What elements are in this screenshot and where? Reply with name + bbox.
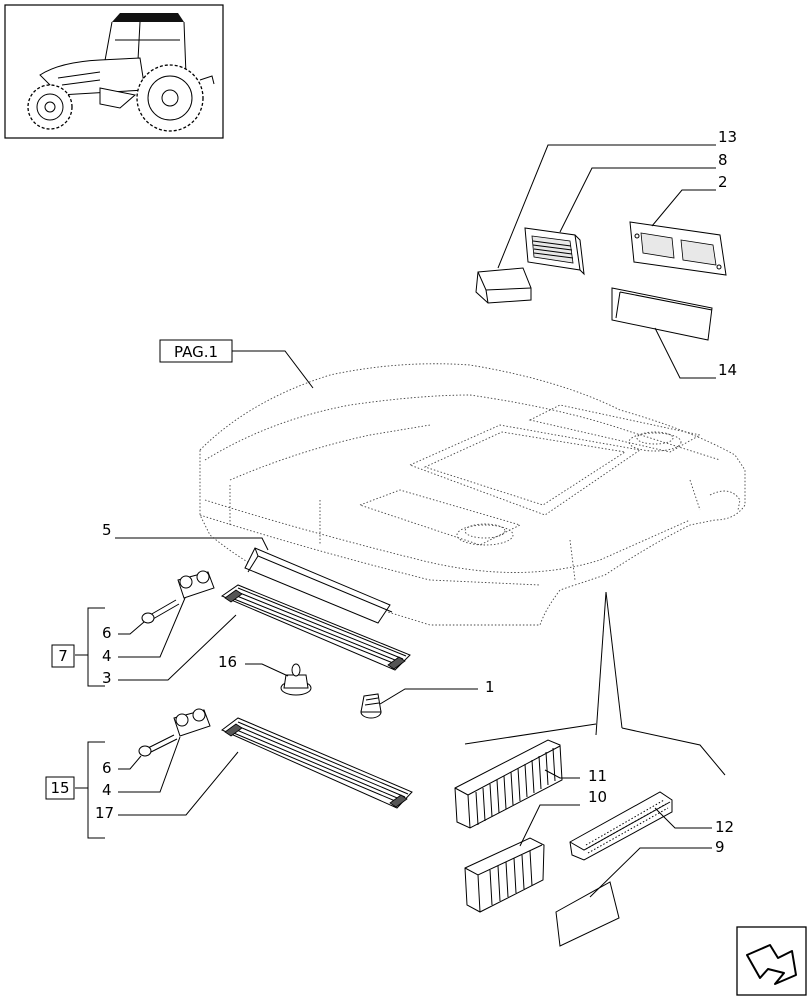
part-3-strip [220, 584, 411, 671]
part-9-plate [555, 881, 620, 947]
part-6-pin-lower [138, 734, 178, 757]
callout-8: 8 [718, 151, 728, 169]
callout-2: 2 [718, 173, 728, 191]
callout-9: 9 [715, 838, 725, 856]
part-12-reflector [569, 791, 673, 861]
part-16-knob [280, 663, 312, 696]
part-8-vent [524, 227, 585, 276]
callout-6-upper: 6 [102, 624, 112, 642]
part-13-lens [475, 267, 532, 304]
callout-13: 13 [718, 128, 737, 146]
part-4-hinge-upper [177, 570, 215, 599]
callout-11: 11 [588, 767, 607, 785]
callout-5: 5 [102, 521, 112, 539]
callout-1: 1 [485, 678, 495, 696]
next-page-arrow-icon[interactable] [736, 926, 807, 996]
callout-15: 15 [50, 779, 69, 797]
part-14-lens [611, 287, 713, 341]
part-1-knob [360, 693, 382, 719]
part-6-pin-upper [141, 599, 180, 624]
page-reference[interactable]: PAG.1 [159, 339, 314, 389]
callout-14: 14 [718, 361, 737, 379]
part-10-lens [464, 837, 545, 913]
callout-4-upper: 4 [102, 647, 112, 665]
tractor-thumbnail-icon[interactable] [4, 4, 224, 139]
cab-roof-outline [199, 363, 746, 626]
callout-4-lower: 4 [102, 781, 112, 799]
part-17-strip [221, 717, 413, 809]
page-reference-label: PAG.1 [174, 343, 218, 361]
callout-7: 7 [58, 647, 68, 665]
callout-17: 17 [95, 804, 114, 822]
callout-10: 10 [588, 788, 607, 806]
callout-16: 16 [218, 653, 237, 671]
callout-3: 3 [102, 669, 112, 687]
part-5-lens [244, 547, 393, 624]
part-4-hinge-lower [173, 708, 211, 737]
callout-12: 12 [715, 818, 734, 836]
callout-6-lower: 6 [102, 759, 112, 777]
part-2-frame [629, 221, 727, 276]
part-11-lens [454, 739, 563, 829]
